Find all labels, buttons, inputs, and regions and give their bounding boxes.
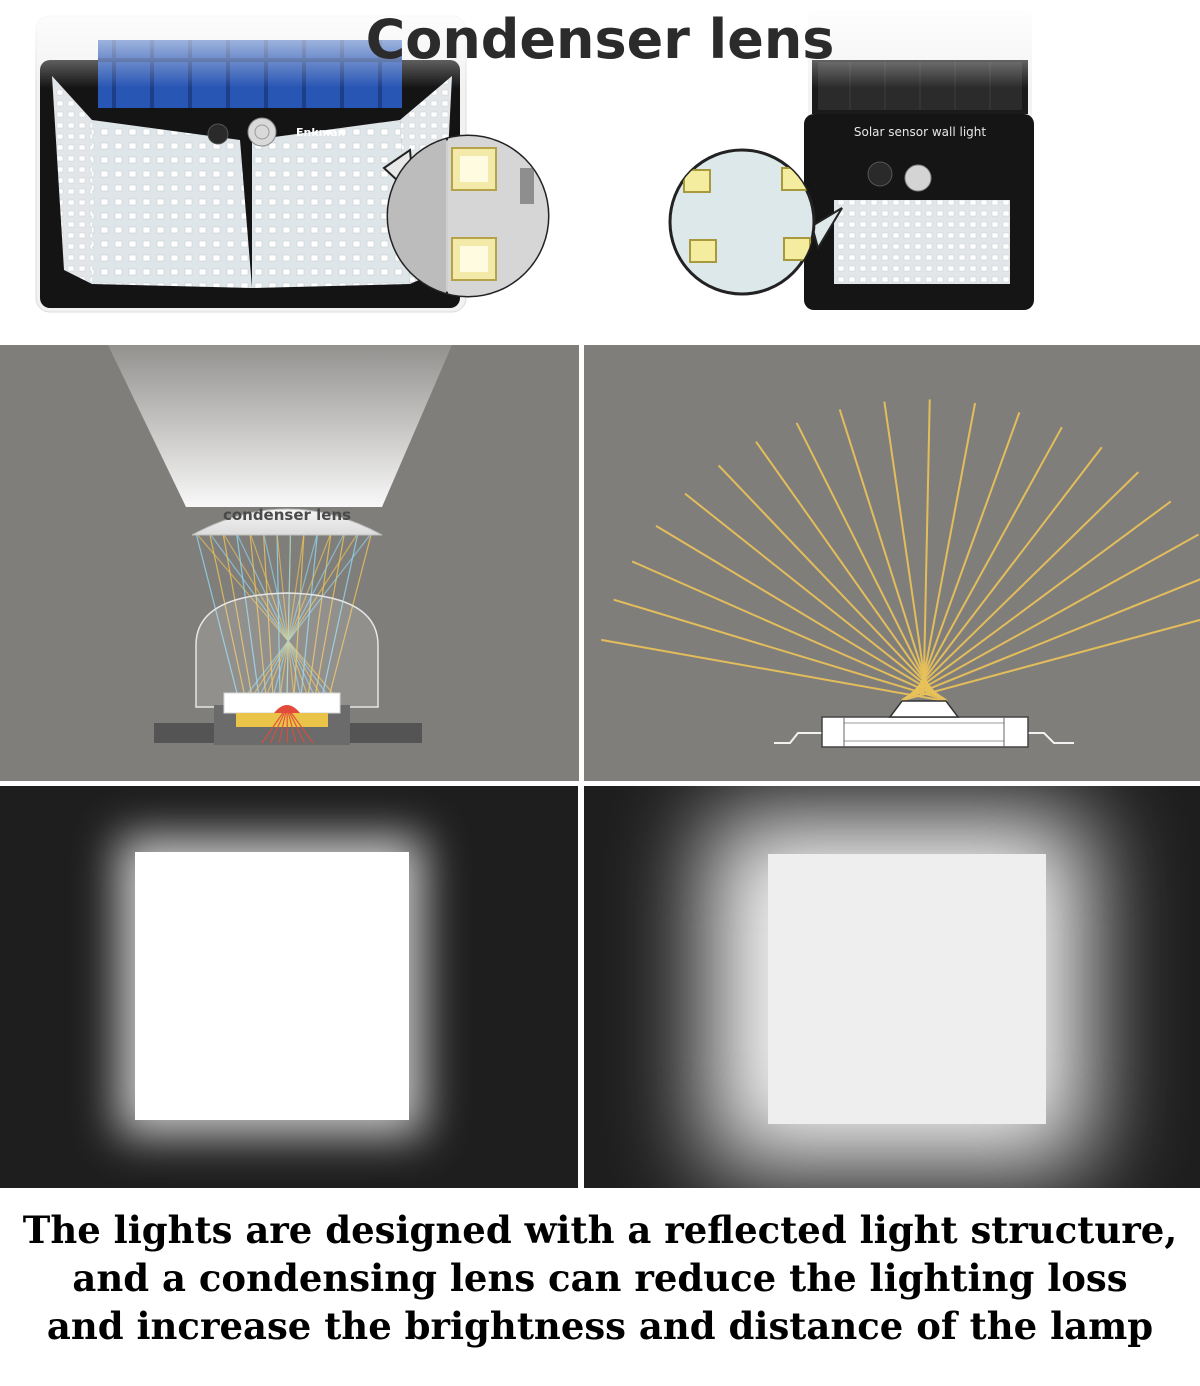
led-phosphor	[236, 713, 328, 727]
light-ray	[235, 532, 260, 698]
light-ray	[905, 500, 1172, 699]
light-ray	[286, 532, 292, 698]
caption-line-2: and a condensing lens can reduce the lig…	[72, 1256, 1128, 1300]
light-ray	[235, 532, 316, 698]
chip-ray	[261, 706, 288, 744]
light-ray	[883, 401, 928, 696]
chip-ray	[286, 706, 314, 744]
light-ray	[631, 560, 946, 701]
chip-ray	[269, 706, 288, 744]
product-photos: Enkman	[0, 0, 1200, 313]
light-ray	[195, 532, 337, 698]
light-ray	[244, 532, 372, 698]
chip-ray	[286, 706, 297, 744]
light-ray	[279, 532, 305, 698]
light-ray	[209, 532, 330, 698]
light-ray	[919, 402, 977, 696]
light-ray	[314, 532, 346, 698]
led-package	[821, 716, 1029, 748]
light-ray	[328, 532, 373, 698]
light-ray	[272, 532, 319, 698]
light-ray	[262, 532, 274, 698]
light-ray	[838, 409, 932, 696]
focused-light-comparison	[0, 786, 578, 1188]
light-ray	[910, 446, 1103, 697]
product-comparison-band: Enkman	[0, 0, 1200, 345]
left-lamp-brand: Enkman	[296, 126, 345, 139]
condenser-lens-shape	[191, 508, 383, 536]
light-beam	[108, 345, 452, 507]
condenser-lens-label: condenser lens	[223, 506, 351, 524]
right-lamp-label: Solar sensor wall light	[854, 125, 987, 139]
light-ray	[907, 471, 1140, 698]
light-ray	[321, 532, 359, 698]
light-ray	[601, 638, 948, 703]
light-ray	[208, 532, 246, 698]
light-ray	[222, 532, 253, 698]
light-ray	[795, 422, 935, 697]
description-caption: The lights are designed with a reflected…	[0, 1206, 1200, 1350]
caption-line-3: and increase the brightness and distance…	[46, 1304, 1154, 1348]
focused-rays	[195, 532, 373, 698]
light-ray	[249, 532, 267, 698]
condenser-lens-diagram: condenser lens	[0, 345, 579, 781]
light-ray	[307, 532, 332, 698]
right-led-zoom	[668, 148, 843, 296]
reflector-cup	[195, 592, 379, 708]
light-ray	[251, 532, 359, 698]
page-title: Condenser lens	[365, 8, 835, 71]
light-ray	[195, 532, 239, 698]
chip-ray	[286, 706, 289, 744]
light-ray	[717, 464, 940, 698]
light-ray	[903, 533, 1200, 700]
focused-light-square	[135, 852, 409, 1120]
light-ray	[900, 618, 1200, 702]
light-ray	[613, 598, 947, 702]
light-ray	[755, 441, 938, 697]
light-ray	[913, 426, 1063, 697]
caption-line-1: The lights are designed with a reflected…	[22, 1208, 1178, 1252]
light-ray	[276, 532, 295, 698]
light-ray	[916, 412, 1021, 696]
diffuse-light-comparison	[584, 786, 1200, 1188]
light-ray	[222, 532, 323, 698]
light-ray	[258, 532, 346, 698]
light-ray	[265, 532, 332, 698]
chip-ray	[286, 706, 306, 744]
led-dome	[888, 700, 960, 718]
light-ray	[684, 492, 943, 699]
led-radiation-diagram	[584, 345, 1200, 781]
light-ray	[276, 532, 281, 698]
light-ray	[300, 532, 319, 698]
chip-ray	[278, 706, 288, 744]
diffuse-light-square	[768, 854, 1046, 1124]
light-ray	[922, 399, 931, 696]
light-ray	[902, 578, 1200, 701]
light-ray	[655, 524, 945, 700]
scattered-rays	[601, 399, 1200, 703]
light-ray	[262, 532, 302, 698]
